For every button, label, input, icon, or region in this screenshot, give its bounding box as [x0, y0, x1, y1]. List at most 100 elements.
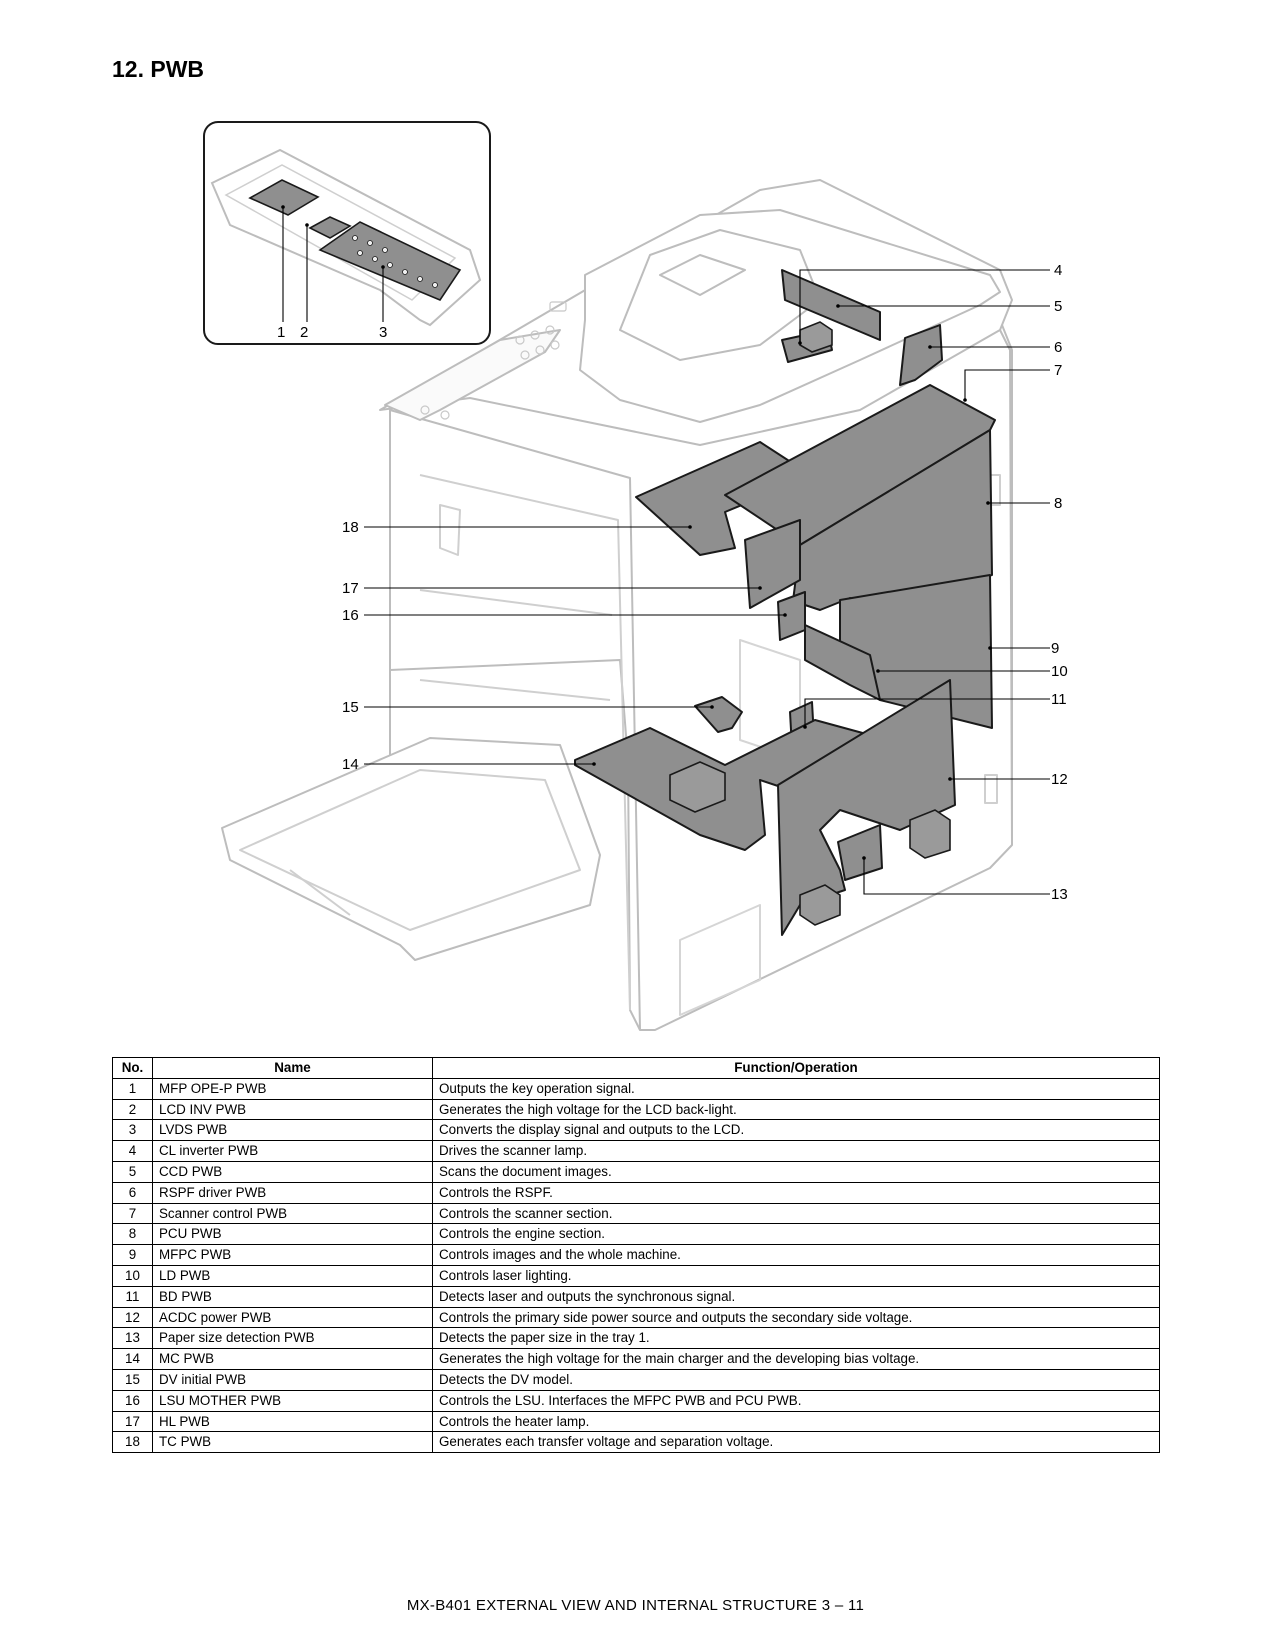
- cell-name: HL PWB: [152, 1410, 433, 1433]
- callout-1: 1: [277, 324, 285, 341]
- board-6: [899, 324, 943, 386]
- cell-name: Scanner control PWB: [152, 1202, 433, 1225]
- board-5: [781, 269, 881, 341]
- cell-function: Controls the engine section.: [432, 1223, 1160, 1246]
- callout-9: 9: [1051, 640, 1059, 657]
- cell-name: BD PWB: [152, 1285, 433, 1308]
- board-10: [804, 624, 881, 701]
- cell-function: Detects the paper size in the tray 1.: [432, 1327, 1160, 1350]
- callout-2: 2: [300, 324, 308, 341]
- board-17: [744, 519, 801, 609]
- cell-no: 7: [112, 1202, 153, 1225]
- header-name: Name: [152, 1057, 433, 1079]
- header-function: Function/Operation: [432, 1057, 1160, 1079]
- cell-function: Controls the RSPF.: [432, 1181, 1160, 1204]
- callout-15: 15: [342, 699, 359, 716]
- cell-no: 11: [112, 1285, 153, 1308]
- cell-function: Controls the primary side power source a…: [432, 1306, 1160, 1329]
- callout-18: 18: [342, 519, 359, 536]
- callout-12: 12: [1051, 771, 1068, 788]
- cell-function: Controls the scanner section.: [432, 1202, 1160, 1225]
- cell-function: Outputs the key operation signal.: [432, 1077, 1160, 1100]
- cell-name: LD PWB: [152, 1264, 433, 1287]
- callout-17: 17: [342, 580, 359, 597]
- cell-function: Generates each transfer voltage and sepa…: [432, 1431, 1160, 1454]
- cell-function: Controls laser lighting.: [432, 1264, 1160, 1287]
- callout-7: 7: [1054, 362, 1062, 379]
- board-13: [837, 824, 883, 881]
- cell-function: Generates the high voltage for the main …: [432, 1348, 1160, 1370]
- cell-no: 14: [112, 1348, 153, 1370]
- cell-function: Controls the LSU. Interfaces the MFPC PW…: [432, 1389, 1160, 1412]
- cell-name: ACDC power PWB: [152, 1306, 433, 1329]
- table-header-row: No. Name Function/Operation: [112, 1057, 1160, 1079]
- cell-function: Controls images and the whole machine.: [432, 1244, 1160, 1266]
- callout-11: 11: [1051, 691, 1067, 708]
- cell-name: LSU MOTHER PWB: [152, 1389, 433, 1412]
- cell-name: CCD PWB: [152, 1160, 433, 1183]
- callout-5: 5: [1054, 298, 1062, 315]
- cell-function: Generates the high voltage for the LCD b…: [432, 1098, 1160, 1121]
- cell-name: LVDS PWB: [152, 1119, 433, 1142]
- cell-no: 3: [112, 1119, 153, 1142]
- cell-no: 6: [112, 1181, 153, 1204]
- callout-8: 8: [1054, 495, 1062, 512]
- cell-name: PCU PWB: [152, 1223, 433, 1246]
- cell-function: Drives the scanner lamp.: [432, 1140, 1160, 1162]
- cell-no: 1: [112, 1077, 153, 1100]
- header-no: No.: [112, 1057, 153, 1079]
- board-12: [777, 679, 956, 936]
- cell-no: 16: [112, 1389, 153, 1412]
- cell-name: TC PWB: [152, 1431, 433, 1454]
- pwb-location-diagram: 1 2 3 4 5 6 7 8 9 10 11 12 13 14 15 16 1…: [203, 121, 1068, 1031]
- callout-10: 10: [1051, 663, 1068, 680]
- section-title: 12. PWB: [112, 56, 205, 82]
- cell-no: 17: [112, 1410, 153, 1433]
- callout-6: 6: [1054, 339, 1062, 356]
- cell-function: Scans the document images.: [432, 1160, 1160, 1183]
- cell-name: RSPF driver PWB: [152, 1181, 433, 1204]
- cell-function: Controls the heater lamp.: [432, 1410, 1160, 1433]
- cell-name: MFP OPE-P PWB: [152, 1077, 433, 1100]
- cell-no: 4: [112, 1140, 153, 1162]
- cell-no: 18: [112, 1431, 153, 1454]
- cell-no: 13: [112, 1327, 153, 1350]
- cell-no: 9: [112, 1244, 153, 1266]
- page-footer: MX-B401 EXTERNAL VIEW AND INTERNAL STRUC…: [406, 1597, 865, 1614]
- cell-no: 12: [112, 1306, 153, 1329]
- board-3: [318, 221, 462, 301]
- cell-no: 8: [112, 1223, 153, 1246]
- cell-name: MFPC PWB: [152, 1244, 433, 1266]
- callout-13: 13: [1051, 886, 1068, 903]
- cell-name: Paper size detection PWB: [152, 1327, 433, 1350]
- cell-name: DV initial PWB: [152, 1368, 433, 1391]
- cell-name: CL inverter PWB: [152, 1140, 433, 1162]
- board-1: [248, 179, 320, 216]
- board-2: [308, 216, 352, 239]
- cell-name: LCD INV PWB: [152, 1098, 433, 1121]
- cell-function: Detects the DV model.: [432, 1368, 1160, 1391]
- cell-no: 15: [112, 1368, 153, 1391]
- cell-no: 5: [112, 1160, 153, 1183]
- cell-no: 2: [112, 1098, 153, 1121]
- callout-16: 16: [342, 607, 359, 624]
